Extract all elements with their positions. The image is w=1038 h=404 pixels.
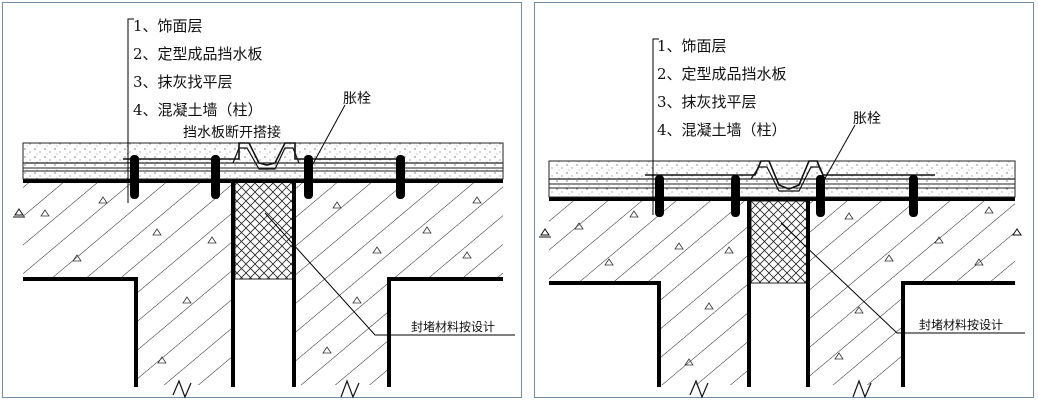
layer-label-4: 4、混凝土墙（柱）	[133, 101, 263, 119]
concrete-wall-left-part	[23, 179, 232, 385]
concrete-outline	[23, 179, 503, 387]
seal-note: 封堵材料按设计	[411, 320, 495, 334]
layer-label-3: 3、抹灰找平层	[657, 93, 757, 111]
layer-label-1: 1、饰面层	[657, 37, 727, 55]
right-detail-drawing: 1、饰面层 2、定型成品挡水板 3、抹灰找平层 4、混凝土墙（柱） 胀栓 封堵材…	[539, 37, 1025, 399]
layer-label-4: 4、混凝土墙（柱）	[657, 121, 787, 139]
bolt-label: 胀栓	[853, 111, 881, 127]
layer-label-1: 1、饰面层	[133, 17, 203, 35]
concrete-wall-left-part	[549, 199, 749, 385]
concrete-wall-right-part	[295, 179, 503, 385]
anchor-bolts	[130, 155, 405, 199]
layer-label-3: 3、抹灰找平层	[133, 73, 233, 91]
layer-label-2: 2、定型成品挡水板	[657, 65, 787, 83]
anchor-bolts	[655, 175, 918, 217]
joint-note: 挡水板断开搭接	[183, 124, 281, 141]
joint-seal-fill	[234, 180, 294, 280]
layer-leader	[127, 18, 134, 203]
water-stop-plate	[645, 160, 935, 190]
detail-panel-right: 1、饰面层 2、定型成品挡水板 3、抹灰找平层 4、混凝土墙（柱） 胀栓 封堵材…	[534, 2, 1034, 399]
aggregate-marks	[574, 206, 994, 366]
concrete-wall-right-part	[809, 199, 1015, 385]
aggregate-marks	[40, 196, 482, 364]
layer-leader	[652, 38, 659, 215]
seal-note: 封堵材料按设计	[919, 318, 1003, 332]
layer-label-2: 2、定型成品挡水板	[133, 45, 263, 63]
plaster-layer	[22, 142, 504, 180]
bolt-label: 胀栓	[343, 91, 371, 107]
left-detail-drawing: 1、饰面层 2、定型成品挡水板 3、抹灰找平层 4、混凝土墙（柱） 胀栓 挡水板…	[13, 17, 515, 399]
joint-seal-fill	[750, 200, 808, 284]
concrete-outline	[549, 197, 1015, 387]
detail-panel-left: 1、饰面层 2、定型成品挡水板 3、抹灰找平层 4、混凝土墙（柱） 胀栓 挡水板…	[2, 2, 522, 399]
